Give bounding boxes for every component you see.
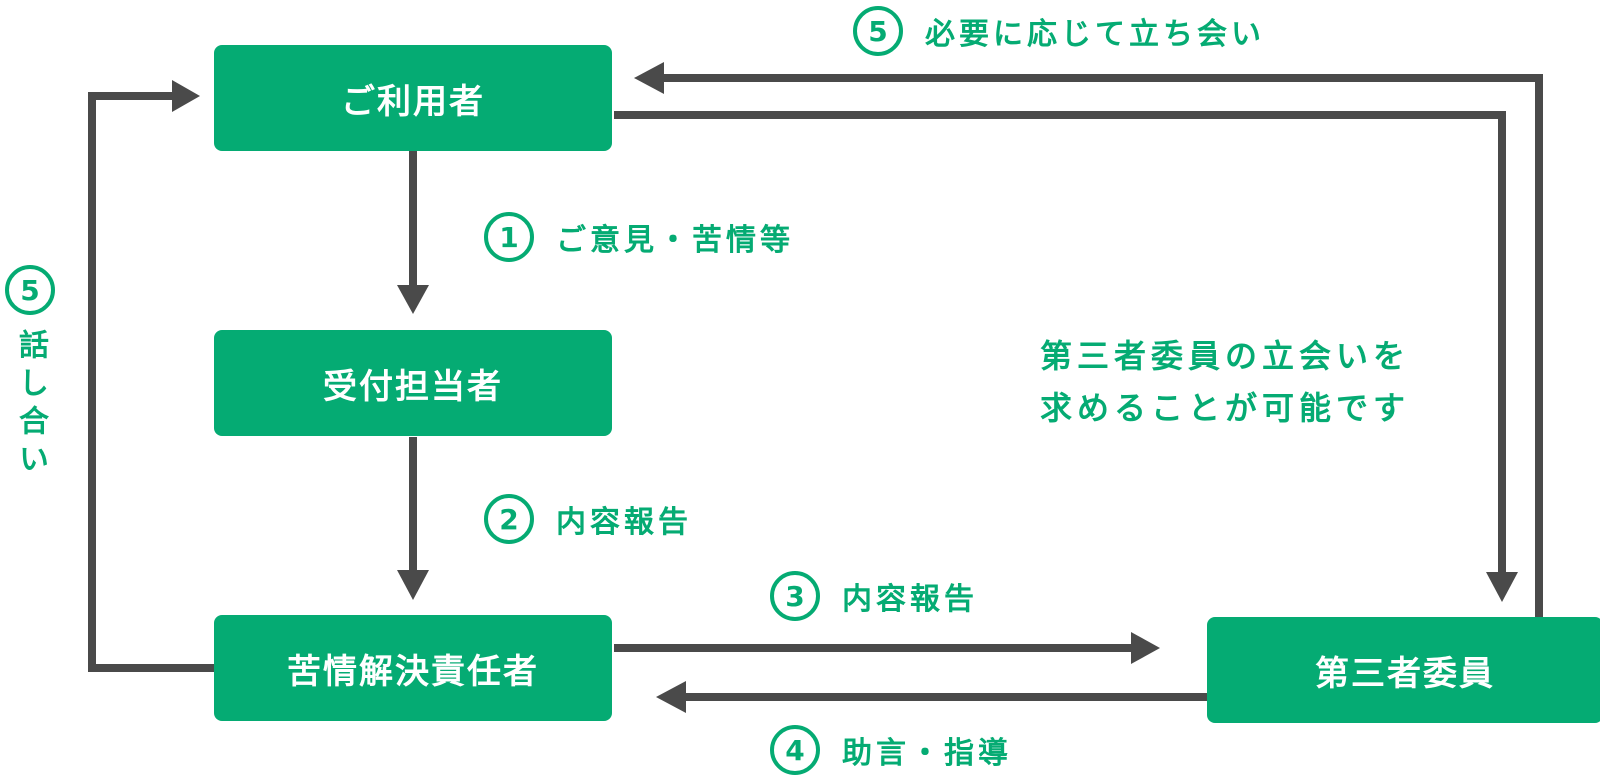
arrowhead-down-receptionist <box>397 285 429 314</box>
node-third-party: 第三者委員 <box>1207 617 1600 723</box>
arrowhead-down-third-party <box>1486 572 1518 602</box>
step3-number: 3 <box>770 571 820 621</box>
step3-label: 3 内容報告 <box>770 571 978 621</box>
node-third-party-label: 第三者委員 <box>1315 653 1495 694</box>
arrow-resolver-to-user <box>88 92 214 672</box>
arrowhead-left-user <box>634 62 664 94</box>
arrowhead-right-user <box>172 80 200 112</box>
node-resolver: 苦情解決責任者 <box>214 615 612 721</box>
step4-label: 4 助言・指導 <box>770 725 1012 775</box>
step5-top-number: 5 <box>853 6 903 56</box>
step1-text: ご意見・苦情等 <box>556 223 794 258</box>
step2-text: 内容報告 <box>556 505 692 540</box>
node-user-label: ご利用者 <box>341 81 485 122</box>
arrow-user-to-third-party <box>614 111 1506 575</box>
step4-text: 助言・指導 <box>842 736 1012 771</box>
arrowhead-left-resolver <box>656 681 686 713</box>
node-user: ご利用者 <box>214 45 612 151</box>
arrowhead-right-third-party <box>1131 632 1160 664</box>
step3-text: 内容報告 <box>842 582 978 617</box>
step5-top-label: 5 必要に応じて立ち会い <box>853 6 1265 56</box>
step2-number: 2 <box>484 494 534 544</box>
step5-top-text: 必要に応じて立ち会い <box>925 17 1265 52</box>
step2-label: 2 内容報告 <box>484 494 692 544</box>
third-party-note: 第三者委員の立会いを 求めることが可能です <box>1040 330 1410 434</box>
step1-label: 1 ご意見・苦情等 <box>484 212 794 262</box>
step5-left-label: 5 話し合い <box>4 265 56 481</box>
note-line-2: 求めることが可能です <box>1040 389 1411 427</box>
step4-number: 4 <box>770 725 820 775</box>
step5-left-number: 5 <box>5 265 55 315</box>
node-resolver-label: 苦情解決責任者 <box>287 651 539 692</box>
step1-number: 1 <box>484 212 534 262</box>
arrowhead-down-resolver <box>397 570 429 600</box>
arrow-third-party-to-user <box>660 74 1543 617</box>
step5-left-text: 話し合い <box>13 329 48 481</box>
note-line-1: 第三者委員の立会いを <box>1040 337 1411 375</box>
node-receptionist-label: 受付担当者 <box>323 366 503 407</box>
node-receptionist: 受付担当者 <box>214 330 612 436</box>
